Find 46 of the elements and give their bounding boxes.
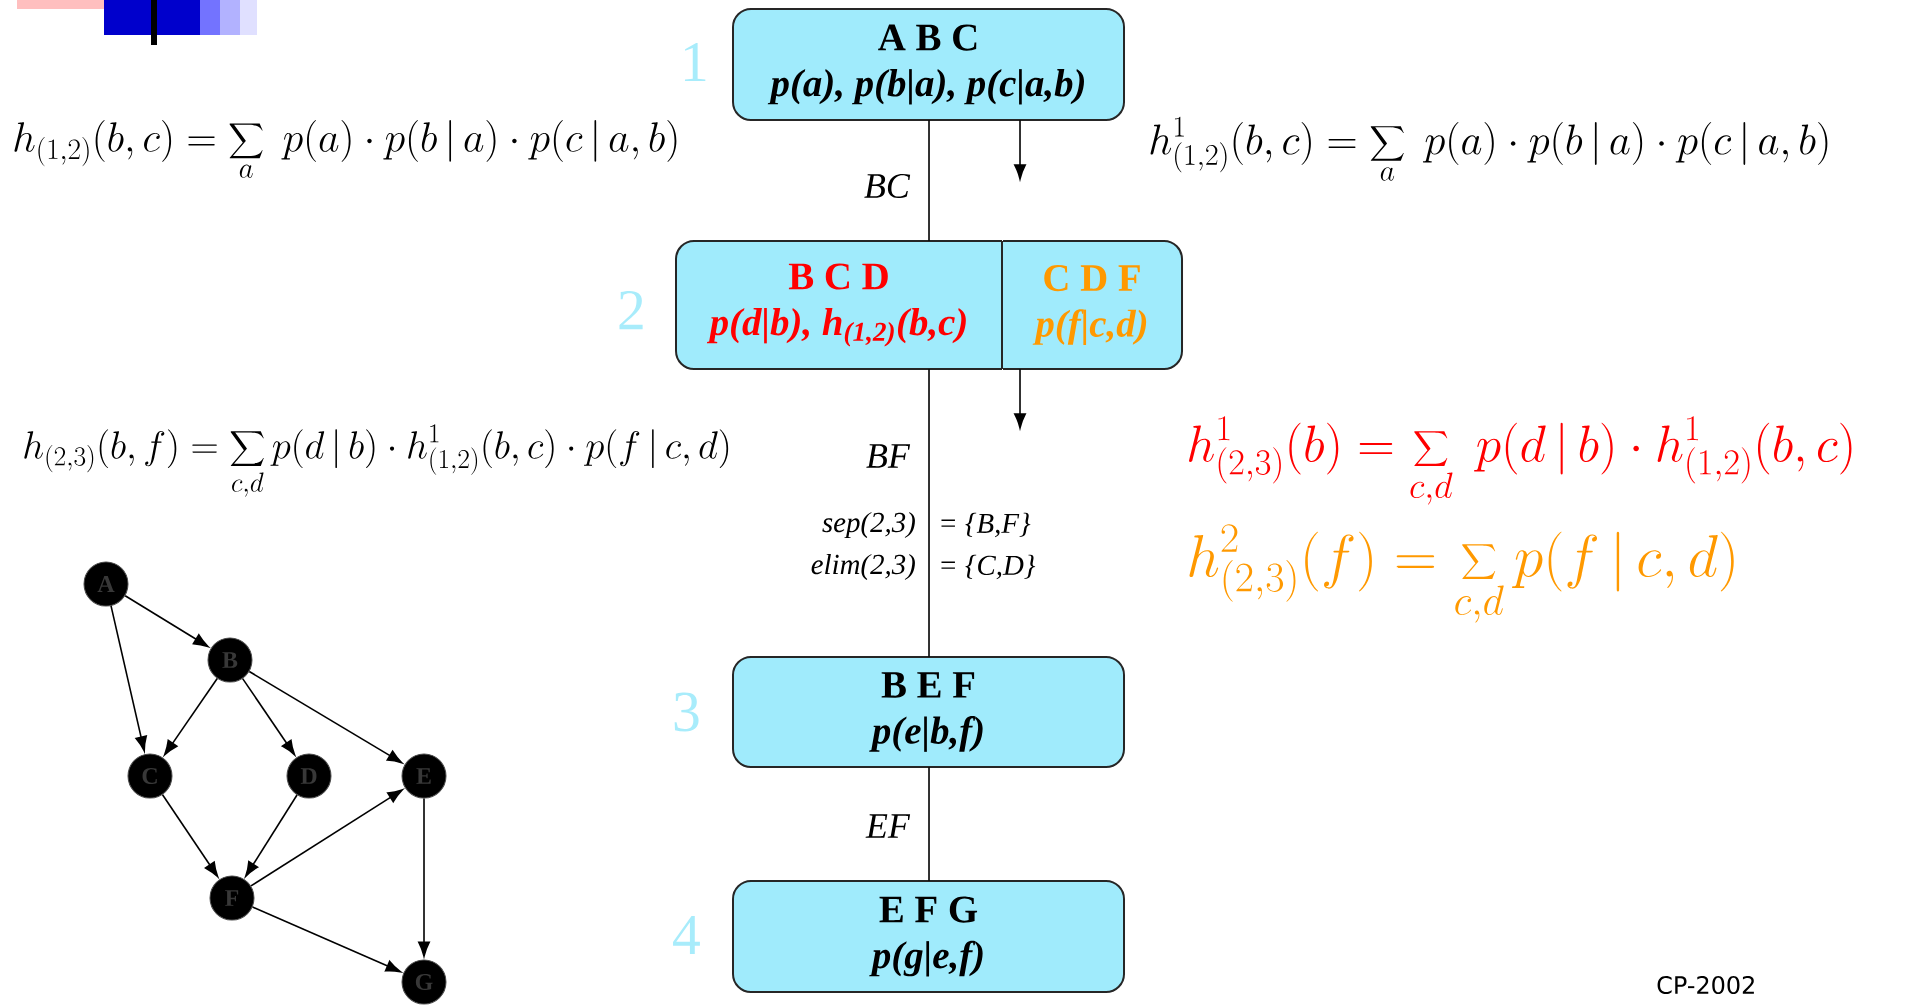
clique-box: E F G p(g|e,f) xyxy=(732,880,1125,993)
clique-number: 4 xyxy=(673,916,700,955)
graph-node: A xyxy=(83,561,129,607)
node-label: p(f|c,d) xyxy=(1032,309,1147,345)
arrow xyxy=(110,605,147,752)
graph-node: C xyxy=(127,753,173,799)
clique-number: 3 xyxy=(674,692,699,732)
graph-node: F xyxy=(209,875,255,921)
edge-label: BC xyxy=(864,173,911,199)
arrow xyxy=(161,793,219,878)
clique-number: 2 xyxy=(619,290,643,330)
formula: $h^{1}_{(2,3)}(b)=\sum_{c,d}\; p(d\,|\,b)\cdot h^{1}_{(1,2)}(b,c)$ xyxy=(1189,416,1852,505)
clique-box: B E F p(e|b,f) xyxy=(732,656,1125,768)
clique-box: C D F p(f|c,d) xyxy=(1003,240,1183,370)
arrow xyxy=(1014,368,1026,429)
arrow xyxy=(241,677,296,756)
arrow xyxy=(418,797,430,957)
arrow xyxy=(250,789,403,887)
clique-number: 1 xyxy=(685,42,706,82)
graph-node: B xyxy=(207,637,253,683)
formula: $h_{(2,3)}(b,f)=\sum_{c,d} p(d\,|\,b)\cdot h^{1}_{(1,2)}(b,c)\cdot p(f\,|\,c,d)$ xyxy=(24,424,729,497)
clique-box: A B C p(a), p(b|a), p(c|a,b) xyxy=(732,8,1125,121)
arrow xyxy=(248,670,403,764)
set-label: = {C,D} xyxy=(941,554,1036,580)
footer-text: CP-2002 xyxy=(1657,975,1754,995)
arrow xyxy=(163,677,219,756)
arrow xyxy=(1014,119,1026,180)
connector xyxy=(928,119,930,242)
connector xyxy=(928,766,930,882)
edge-label: EF xyxy=(865,814,911,838)
arrow xyxy=(245,794,298,877)
formula: $h^{2}_{(2,3)}(f)=\sum_{c,d} p(f\,|\,c,d)$ xyxy=(1189,524,1734,623)
node-label: C D F xyxy=(1044,265,1140,292)
set-label: elim(2,3) xyxy=(811,553,915,581)
connector xyxy=(928,368,930,658)
clique-box: B C D p(d|b), h$_{(1,2)}$(b,c) xyxy=(675,240,1003,370)
arrow xyxy=(251,906,402,973)
set-label: sep(2,3) xyxy=(822,511,915,539)
graph-node: E xyxy=(401,753,447,799)
graph-node: G xyxy=(401,959,447,1005)
arrow xyxy=(124,594,209,648)
formula: $h_{(1,2)}(b,c)=\sum_{a}\; p(a)\cdot p(b\,|\,a)\cdot p(c\,|\,a,b)$ xyxy=(14,120,677,178)
graph-node: D xyxy=(286,753,332,799)
edge-label: BF xyxy=(866,444,911,468)
set-label: = {B,F} xyxy=(941,512,1031,538)
formula: $h^{1}_{(1,2)}(b,c)=\sum_{a}\; p(a)\cdot p(b\,|\,a)\cdot p(c\,|\,a,b)$ xyxy=(1150,116,1828,181)
